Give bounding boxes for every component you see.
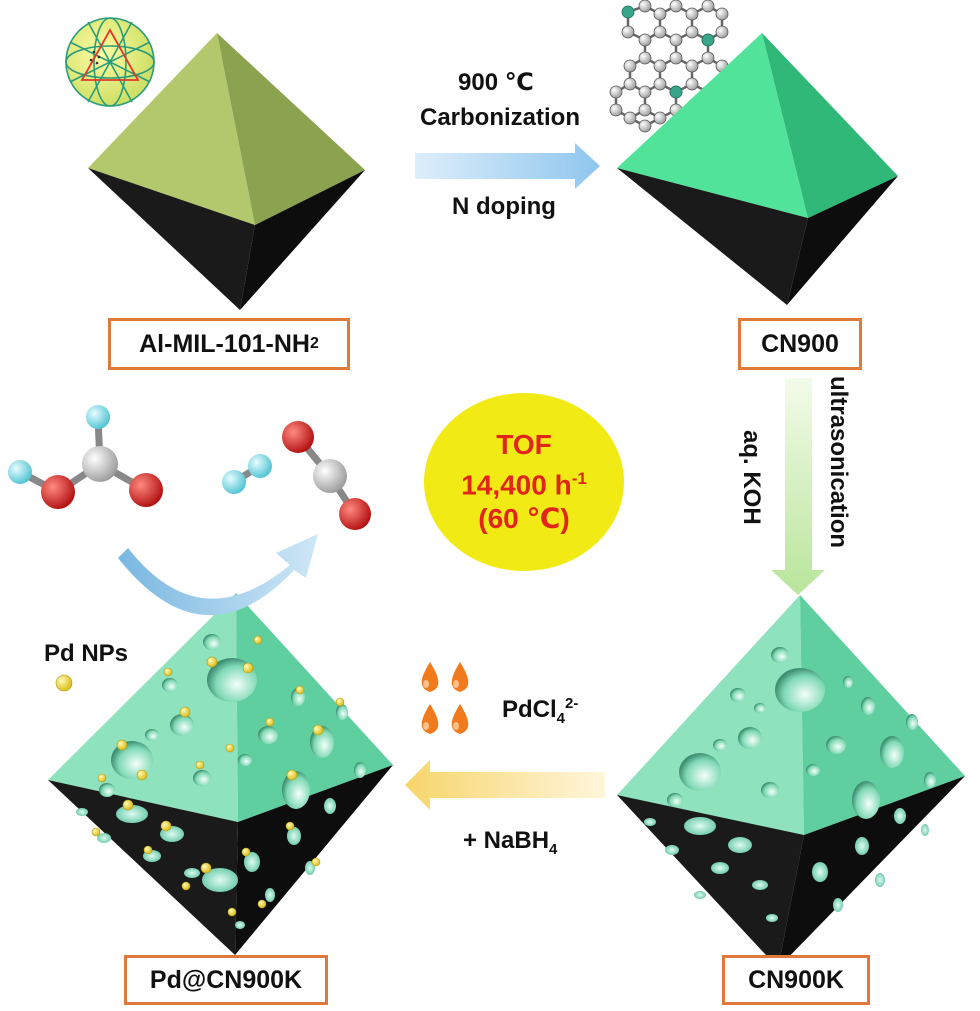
tof-temperature: (60 ℃)	[478, 503, 570, 535]
label-cn900k: CN900K	[722, 955, 870, 1005]
hydrogen-molecule-icon	[222, 454, 272, 494]
pd-cn900k-octahedron	[48, 593, 393, 955]
mof-cage-icon	[65, 17, 155, 107]
arrow-carbonization	[415, 143, 600, 189]
step-pdcl4-base: PdCl	[502, 696, 557, 723]
label-precursor-text: Al-MIL-101-NH	[139, 329, 310, 358]
legend-pd-nps: Pd NPs	[44, 640, 129, 667]
arrow-activation	[771, 378, 825, 595]
tof-value-sup: -1	[571, 468, 587, 488]
arrow-pd-loading	[405, 760, 605, 810]
label-cn900-text: CN900	[761, 329, 839, 358]
cn900-octahedron	[617, 33, 898, 305]
step-temperature: 900 ℃	[458, 69, 534, 96]
step-carbonization: Carbonization	[420, 104, 580, 131]
co2-molecule-icon	[282, 421, 371, 530]
step-ultrasonication: ultrasonication	[825, 376, 852, 549]
step-n-doping: N doping	[452, 193, 556, 220]
pdcl4-drops-icon	[421, 662, 469, 734]
label-pd-cn900k: Pd@CN900K	[124, 955, 328, 1005]
label-precursor-sub: 2	[309, 335, 319, 352]
label-cn900: CN900	[738, 318, 862, 370]
catalysis-curve-arrow	[118, 534, 318, 616]
cn900k-octahedron	[617, 595, 965, 968]
tof-badge: TOF 14,400 h-1 (60 ℃)	[424, 393, 624, 571]
precursor-octahedron	[88, 33, 365, 310]
tof-value-text: 14,400 h	[461, 469, 572, 501]
pd-np-legend-icon	[55, 674, 73, 692]
step-nabh4-sub: 4	[549, 840, 558, 858]
label-cn900k-text: CN900K	[748, 965, 844, 994]
formic-acid-molecule-icon	[8, 405, 163, 509]
step-pdcl4: PdCl42-	[502, 695, 578, 727]
step-pdcl4-sup: 2-	[565, 695, 579, 712]
tof-title: TOF	[496, 428, 552, 460]
step-nabh4: + NaBH4	[463, 827, 557, 858]
step-koh: aq. KOH	[738, 430, 765, 525]
label-pd-cn900k-text: Pd@CN900K	[149, 965, 303, 994]
step-nabh4-prefix: + NaBH	[463, 827, 550, 854]
tof-value: 14,400 h-1	[461, 462, 587, 502]
step-pdcl4-sub: 4	[556, 709, 566, 727]
